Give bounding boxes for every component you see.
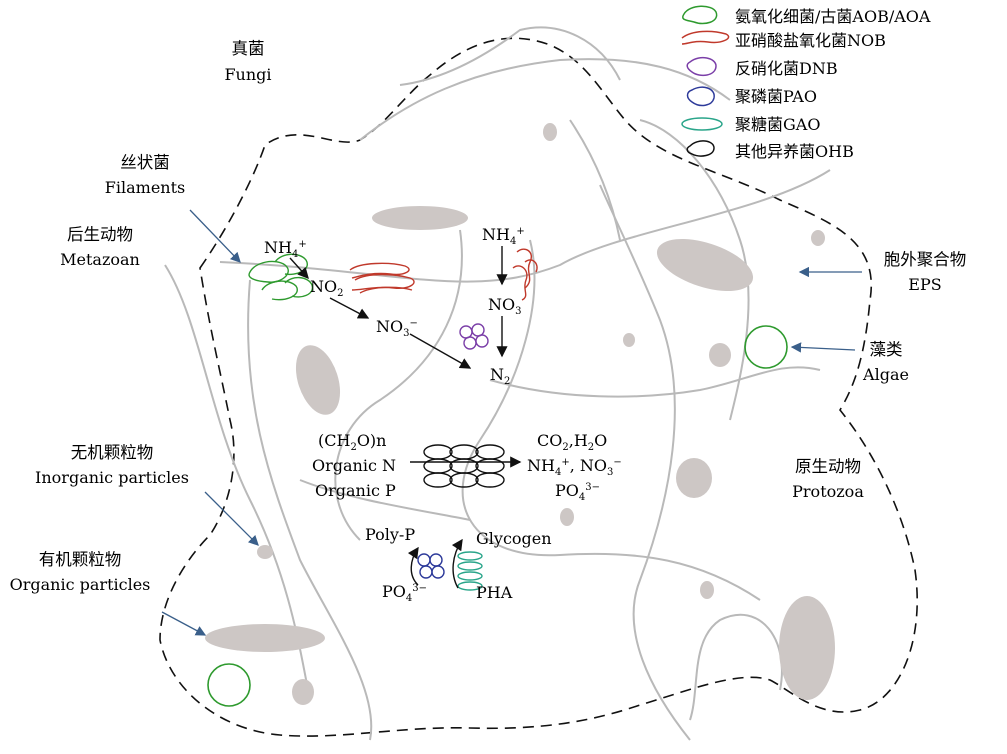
polyp-label: Poly-P bbox=[365, 525, 415, 544]
inorganic-particle bbox=[257, 545, 273, 559]
organic-particle bbox=[292, 679, 314, 705]
algae-label-cn: 藻类 bbox=[870, 340, 903, 359]
filament-strand bbox=[334, 229, 463, 541]
protozoa-body bbox=[779, 596, 835, 700]
organic-particle bbox=[623, 333, 635, 347]
aob-legend-icon bbox=[682, 5, 718, 25]
organic-p-label: Organic P bbox=[315, 481, 396, 500]
filaments-label-en: Filaments bbox=[105, 178, 185, 197]
organic-particle bbox=[676, 458, 712, 498]
gao-cluster bbox=[457, 551, 483, 591]
eps-label-cn: 胞外聚合物 bbox=[884, 250, 967, 269]
legend: 氨氧化细菌/古菌AOB/AOA 亚硝酸盐氧化菌NOB 反硝化菌DNB 聚磷菌PA… bbox=[681, 5, 931, 161]
pha-label: PHA bbox=[476, 583, 513, 602]
arrow-pha-glycogen bbox=[451, 538, 463, 589]
legend-label-dnb: 反硝化菌DNB bbox=[735, 59, 838, 78]
metazoan-label-en: Metazoan bbox=[60, 250, 140, 269]
gao-legend-icon bbox=[681, 117, 723, 131]
pao-legend-icon bbox=[686, 86, 715, 107]
aob-cluster bbox=[248, 253, 314, 301]
filament-strand bbox=[359, 58, 731, 141]
pao-cluster bbox=[417, 553, 445, 579]
metazoan-label-cn: 后生动物 bbox=[67, 225, 133, 244]
organic-label-en: Organic particles bbox=[10, 575, 151, 594]
pointer-algae bbox=[790, 342, 856, 353]
organic-n-label: Organic N bbox=[312, 456, 396, 475]
organic-particle bbox=[811, 230, 825, 246]
inorganic-label-cn: 无机颗粒物 bbox=[71, 443, 154, 462]
dnb-legend-icon bbox=[686, 56, 717, 77]
algae-label-en: Algae bbox=[862, 365, 909, 384]
organic-particle bbox=[295, 345, 341, 415]
floc-boundary bbox=[159, 37, 919, 737]
filament-strand bbox=[489, 366, 821, 398]
filament-strand bbox=[247, 279, 373, 741]
ch2o-label: (CH2O)n bbox=[318, 431, 386, 453]
organic-particle bbox=[543, 123, 557, 141]
protozoa-label-cn: 原生动物 bbox=[795, 457, 861, 476]
no3-left: NO3− bbox=[376, 317, 418, 339]
arrow-nh4-no2 bbox=[289, 257, 309, 280]
dnb-cluster bbox=[459, 323, 489, 350]
n2-label: N2 bbox=[490, 365, 510, 387]
pointer-organic bbox=[161, 611, 207, 636]
arrow-no2-no3 bbox=[329, 297, 370, 319]
filament-strand bbox=[399, 26, 621, 86]
co2-h2o-label: CO2,H2O bbox=[537, 431, 607, 453]
nh4-left: NH4+ bbox=[264, 238, 307, 260]
organic-particle bbox=[709, 343, 731, 367]
nob-legend-icon bbox=[681, 30, 730, 45]
ohb-cluster bbox=[423, 444, 505, 488]
filament-strand bbox=[599, 184, 691, 741]
organic-particle bbox=[700, 581, 714, 599]
filament-strand bbox=[461, 239, 761, 601]
arrow-po4-polyp bbox=[407, 546, 419, 586]
filaments-label-cn: 丝状菌 bbox=[120, 153, 170, 172]
filament-strand bbox=[569, 119, 621, 241]
chemistry-labels: NH4+ NO2 NO3− NH4+ NO3 N2 (CH2O)n Organi… bbox=[264, 225, 622, 604]
fungi-label-cn: 真菌 bbox=[232, 39, 265, 58]
filament-strand bbox=[639, 119, 750, 421]
inorganic-label-en: Inorganic particles bbox=[35, 468, 189, 487]
algae-cell bbox=[207, 663, 251, 707]
arrow-no3-n2 bbox=[409, 333, 472, 369]
po4-bottom: PO43− bbox=[382, 582, 427, 604]
nob-cluster bbox=[512, 248, 538, 301]
filament-strand bbox=[219, 169, 831, 283]
organic-label-cn: 有机颗粒物 bbox=[39, 550, 122, 569]
legend-label-nob: 亚硝酸盐氧化菌NOB bbox=[735, 31, 886, 50]
legend-label-gao: 聚糖菌GAO bbox=[735, 115, 820, 134]
algae-cell bbox=[744, 325, 788, 369]
filament-strand bbox=[299, 479, 471, 521]
legend-label-pao: 聚磷菌PAO bbox=[735, 87, 817, 106]
no3-right: NO3 bbox=[488, 295, 522, 317]
po4-top: PO43− bbox=[555, 481, 600, 503]
ohb-legend-icon bbox=[686, 140, 715, 157]
organic-particle bbox=[205, 624, 325, 652]
glycogen-label: Glycogen bbox=[476, 529, 552, 548]
eps-label-en: EPS bbox=[908, 275, 941, 294]
component-labels: 真菌 Fungi 丝状菌 Filaments 后生动物 Metazoan 胞外聚… bbox=[10, 39, 967, 594]
filament-strand bbox=[689, 613, 783, 721]
protozoa-label-en: Protozoa bbox=[792, 482, 864, 501]
organic-particle bbox=[372, 206, 468, 230]
legend-label-aob: 氨氧化细菌/古菌AOB/AOA bbox=[735, 7, 931, 26]
pointer-inorganic bbox=[204, 491, 259, 546]
fungi-label-en: Fungi bbox=[224, 65, 271, 84]
organic-particle bbox=[656, 238, 754, 292]
no2-label: NO2 bbox=[310, 277, 344, 299]
nh4-no3-products: NH4+, NO3− bbox=[527, 456, 622, 478]
organic-particle bbox=[560, 508, 574, 526]
nh4-right: NH4+ bbox=[482, 225, 525, 247]
legend-label-ohb: 其他异养菌OHB bbox=[735, 142, 854, 161]
pointer-filaments bbox=[189, 209, 241, 263]
nob-cluster bbox=[349, 262, 415, 294]
